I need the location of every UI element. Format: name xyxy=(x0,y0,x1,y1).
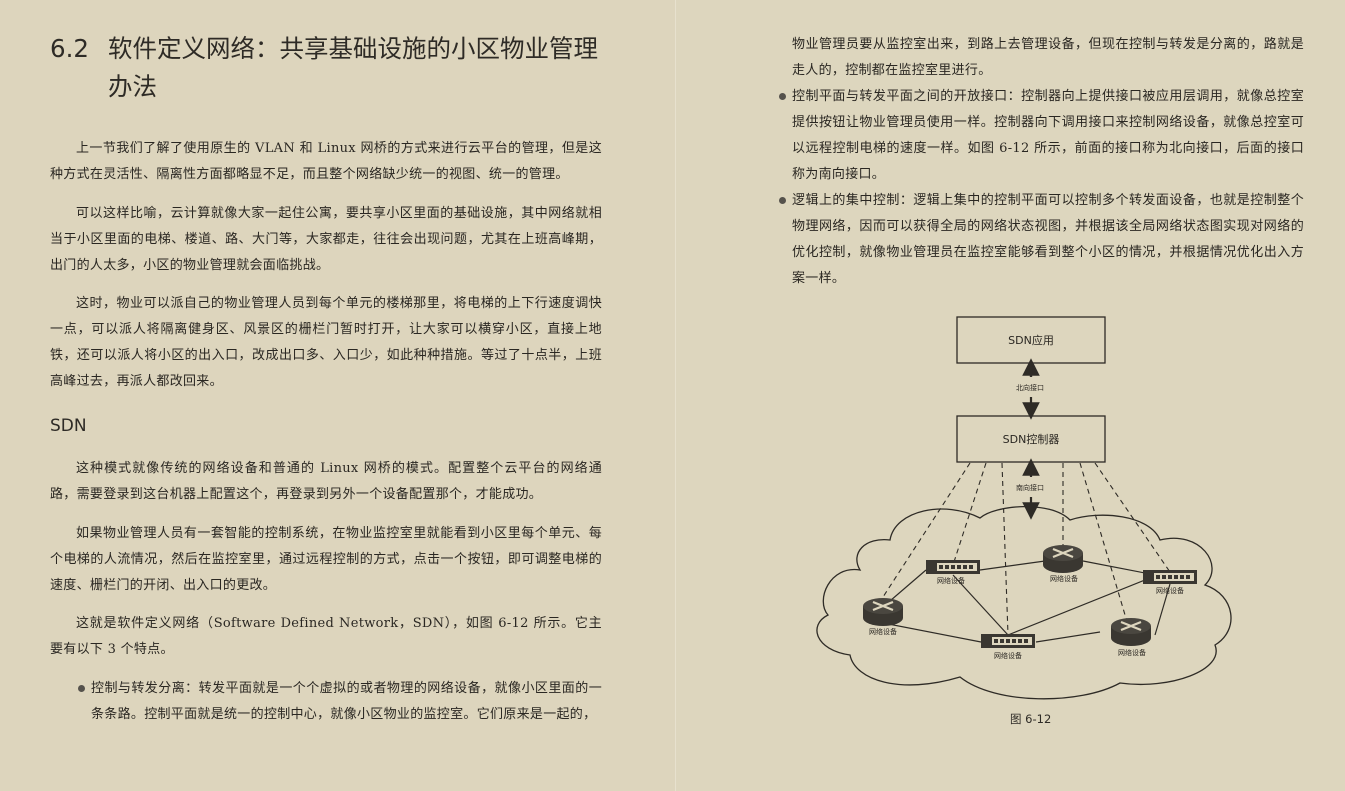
bullet-item: 逻辑上的集中控制：逻辑上集中的控制平面可以控制多个转发面设备，也就是控制整个物理… xyxy=(779,188,1304,292)
page-gutter xyxy=(675,0,676,791)
network-switch-icon xyxy=(926,560,980,574)
bullet-icon xyxy=(779,197,786,204)
paragraph: 如果物业管理人员有一套智能的控制系统，在物业监控室里就能看到小区里每个单元、每个… xyxy=(50,526,602,593)
northbound-interface-label: 北向接口 xyxy=(1016,383,1044,393)
paragraph: 这种模式就像传统的网络设备和普通的 Linux 网桥的模式。配置整个云平台的网络… xyxy=(50,461,602,502)
paragraph: 上一节我们了解了使用原生的 VLAN 和 Linux 网桥的方式来进行云平台的管… xyxy=(50,141,602,182)
device-label: 网络设备 xyxy=(869,628,897,636)
network-router-icon xyxy=(1109,616,1153,648)
bullet-text: 控制平面与转发平面之间的开放接口：控制器向上提供接口被应用层调用，就像总控室提供… xyxy=(792,89,1304,182)
bullet-icon xyxy=(78,685,85,692)
network-router-icon xyxy=(1041,543,1085,575)
network-router-icon xyxy=(861,596,905,628)
device-label: 网络设备 xyxy=(1156,587,1184,595)
section-title: 软件定义网络：共享基础设施的小区物业管理办法 xyxy=(108,34,598,101)
bullet-text: 逻辑上的集中控制：逻辑上集中的控制平面可以控制多个转发面设备，也就是控制整个物理… xyxy=(792,193,1304,286)
bullet-item: 控制平面与转发平面之间的开放接口：控制器向上提供接口被应用层调用，就像总控室提供… xyxy=(779,84,1304,188)
bullet-item: 控制与转发分离：转发平面就是一个个虚拟的或者物理的网络设备，就像小区里面的一条条… xyxy=(78,676,602,728)
left-page xyxy=(0,0,676,791)
paragraph: 这时，物业可以派自己的物业管理人员到每个单元的楼梯那里，将电梯的上下行速度调快一… xyxy=(50,296,602,389)
sdn-architecture-diagram: SDN应用 SDN控制器 北向接口 南向接口 网络设备 网络设备 网络设备 网络… xyxy=(800,305,1240,725)
bullet-text: 控制与转发分离：转发平面就是一个个虚拟的或者物理的网络设备，就像小区里面的一条条… xyxy=(91,681,602,722)
device-label: 网络设备 xyxy=(1118,649,1146,657)
section-number: 6.2 xyxy=(50,34,89,63)
paragraph: 可以这样比喻，云计算就像大家一起住公寓，要共享小区里面的基础设施，其中网络就相当… xyxy=(50,206,602,273)
device-label: 网络设备 xyxy=(1050,575,1078,583)
sdn-application-label: SDN应用 xyxy=(1008,334,1054,347)
right-page xyxy=(676,0,1345,791)
figure-caption: 图 6-12 xyxy=(1010,712,1052,726)
network-cloud xyxy=(816,505,1232,700)
sdn-controller-label: SDN控制器 xyxy=(1002,433,1060,446)
subheading-sdn: SDN xyxy=(50,416,87,436)
network-switch-icon xyxy=(1143,570,1197,584)
device-label: 网络设备 xyxy=(994,652,1022,660)
bullet-icon xyxy=(779,93,786,100)
device-label: 网络设备 xyxy=(937,577,965,585)
section-heading: 6.2 软件定义网络：共享基础设施的小区物业管理办法 xyxy=(50,30,608,106)
southbound-interface-label: 南向接口 xyxy=(1016,483,1044,493)
paragraph: 这就是软件定义网络（Software Defined Network，SDN），… xyxy=(50,616,602,657)
bullet-continuation: 物业管理员要从监控室出来，到路上去管理设备，但现在控制与转发是分离的，路就是走人… xyxy=(792,37,1304,78)
network-switch-icon xyxy=(981,634,1035,648)
